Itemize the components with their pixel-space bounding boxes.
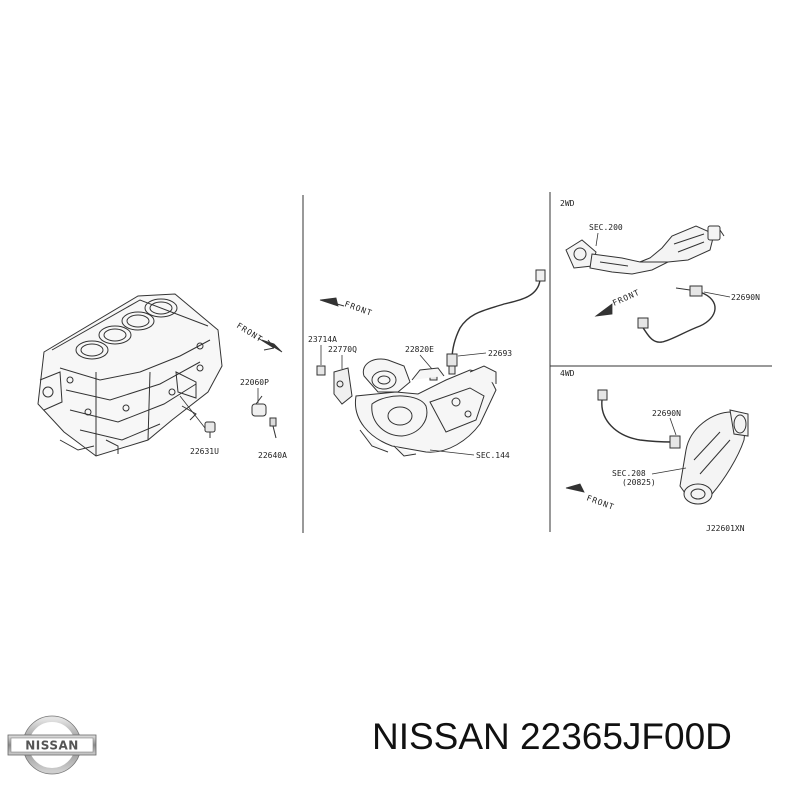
exhaust-manifold-turbo bbox=[354, 358, 497, 457]
label-22060p: 22060P bbox=[240, 378, 269, 387]
label-22631u: 22631U bbox=[190, 447, 219, 456]
bolt-22640a bbox=[269, 417, 277, 439]
label-22770q: 22770Q bbox=[328, 345, 357, 354]
sensor-22631u bbox=[204, 421, 216, 438]
label-2wd: 2WD bbox=[560, 199, 575, 208]
knock-sensor-22060p bbox=[251, 395, 267, 417]
front-arrow-4 bbox=[565, 483, 585, 493]
label-sec208: SEC.208 bbox=[612, 469, 646, 478]
oxygen-sensor-cable bbox=[451, 279, 541, 361]
label-22690n-2wd: 22690N bbox=[731, 293, 760, 302]
front-label-2: FRONT bbox=[343, 299, 373, 317]
engine-block bbox=[37, 293, 223, 457]
front-arrow-2 bbox=[319, 297, 339, 307]
front-label-4: FRONT bbox=[585, 493, 615, 511]
logo-text: NISSAN bbox=[25, 739, 79, 753]
label-22820e: 22820E bbox=[405, 345, 434, 354]
label-sec200: SEC.200 bbox=[589, 223, 623, 232]
oxygen-sensor-2wd bbox=[637, 285, 716, 343]
oxygen-sensor-connector bbox=[535, 269, 546, 282]
label-4wd: 4WD bbox=[560, 369, 575, 378]
label-23714a: 23714A bbox=[308, 335, 337, 344]
label-sec208-sub: (20825) bbox=[622, 478, 656, 487]
bracket-22770q bbox=[333, 367, 353, 405]
nissan-logo: NISSAN bbox=[7, 715, 97, 775]
label-22693: 22693 bbox=[488, 349, 512, 358]
catalytic-converter-2wd bbox=[565, 225, 725, 275]
front-label-3: FRONT bbox=[611, 288, 641, 308]
front-label-1: FRONT bbox=[235, 321, 264, 344]
oxygen-sensor-22693 bbox=[446, 353, 458, 375]
label-22640a: 22640A bbox=[258, 451, 287, 460]
sensor-23714a bbox=[316, 365, 326, 376]
front-arrow-3 bbox=[594, 303, 613, 317]
part-number-caption: NISSAN 22365JF00D bbox=[372, 716, 732, 757]
reference-code: J22601XN bbox=[706, 524, 745, 533]
label-22690n-4wd: 22690N bbox=[652, 409, 681, 418]
leader-22631u bbox=[179, 395, 206, 429]
catalytic-converter-4wd bbox=[679, 409, 749, 505]
label-sec144: SEC.144 bbox=[476, 451, 510, 460]
oxygen-sensor-4wd bbox=[597, 389, 681, 449]
